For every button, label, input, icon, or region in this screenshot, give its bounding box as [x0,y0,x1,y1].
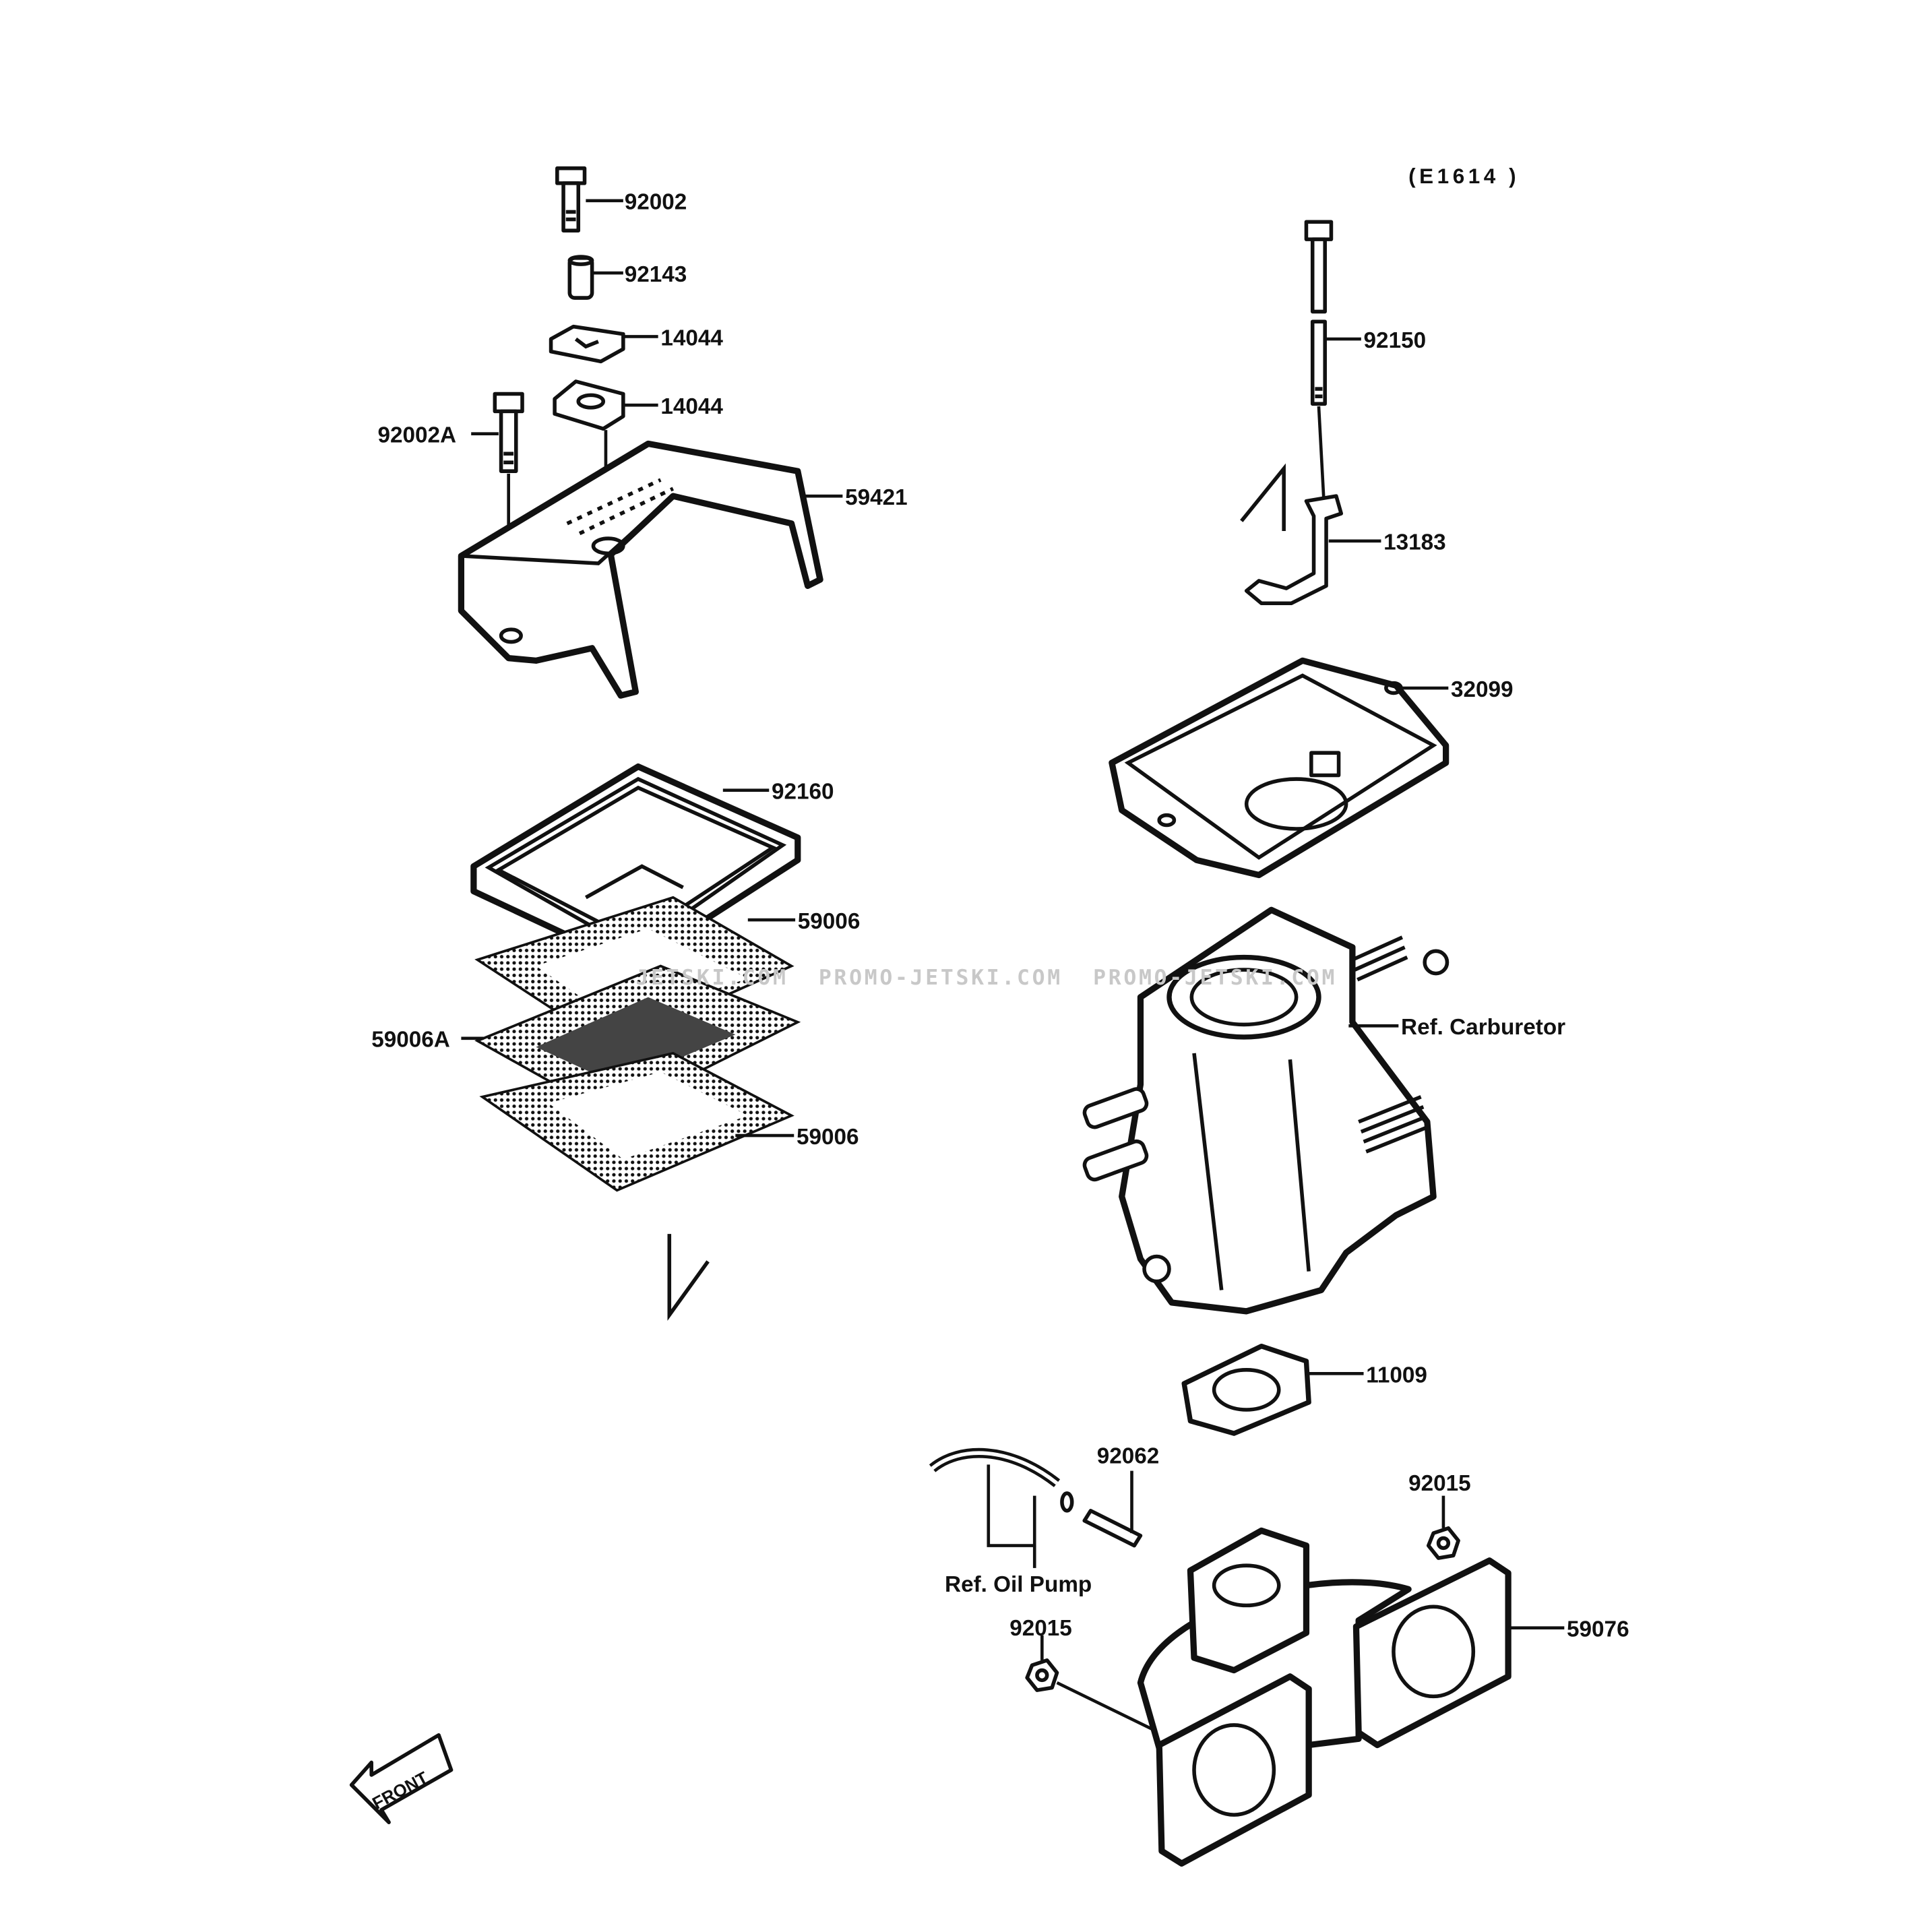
label-ref-oil-pump: Ref. Oil Pump [945,1572,1092,1597]
bracket-13183 [1244,494,1344,606]
bolt-92002 [555,166,587,232]
manifold-59076 [1137,1527,1512,1867]
carburetor [1082,906,1450,1315]
label-92160: 92160 [772,780,834,805]
bolt-92002A [493,392,524,473]
label-14044-lower: 14044 [660,394,723,419]
nut-92015-upper [1426,1526,1460,1560]
label-92015-upper: 92015 [1408,1471,1471,1496]
label-32099: 32099 [1451,677,1514,702]
label-92002A: 92002A [377,423,456,448]
direction-mark-left [667,1234,710,1321]
oil-hose [929,1447,1074,1513]
watermark: JETSKI.COM PROMO-JETSKI.COM PROMO-JETSKI… [635,966,1337,990]
diagram-code: (E1614 ) [1408,164,1520,188]
label-92062: 92062 [1097,1444,1160,1469]
label-ref-carburetor: Ref. Carburetor [1401,1015,1565,1040]
label-92002: 92002 [625,190,687,215]
label-14044-upper: 14044 [660,325,723,350]
label-59006-lower: 59006 [797,1125,859,1150]
bolt-92150 [1304,220,1334,406]
nut-92015-lower [1025,1658,1059,1692]
label-59006-upper: 59006 [798,909,861,934]
label-59421: 59421 [845,485,908,510]
label-92150: 92150 [1364,328,1427,353]
label-11009: 11009 [1366,1363,1427,1388]
label-59076: 59076 [1567,1617,1629,1642]
cover-59421 [458,440,823,699]
nipple-92062 [1082,1509,1143,1548]
case-32099 [1109,657,1450,879]
gasket-11009 [1181,1343,1311,1436]
direction-mark-right [1240,463,1286,531]
label-59006A: 59006A [371,1028,450,1053]
gasket-92160 [470,763,801,970]
front-arrow: FRONT [349,1733,454,1825]
label-92015-lower: 92015 [1009,1616,1072,1641]
label-13183: 13183 [1383,530,1446,555]
label-92143: 92143 [625,262,687,287]
clamp-14044-upper [549,324,625,364]
collar-92143 [567,255,594,300]
screen-59006-lower [479,1052,794,1192]
clamp-14044-lower [553,379,625,431]
